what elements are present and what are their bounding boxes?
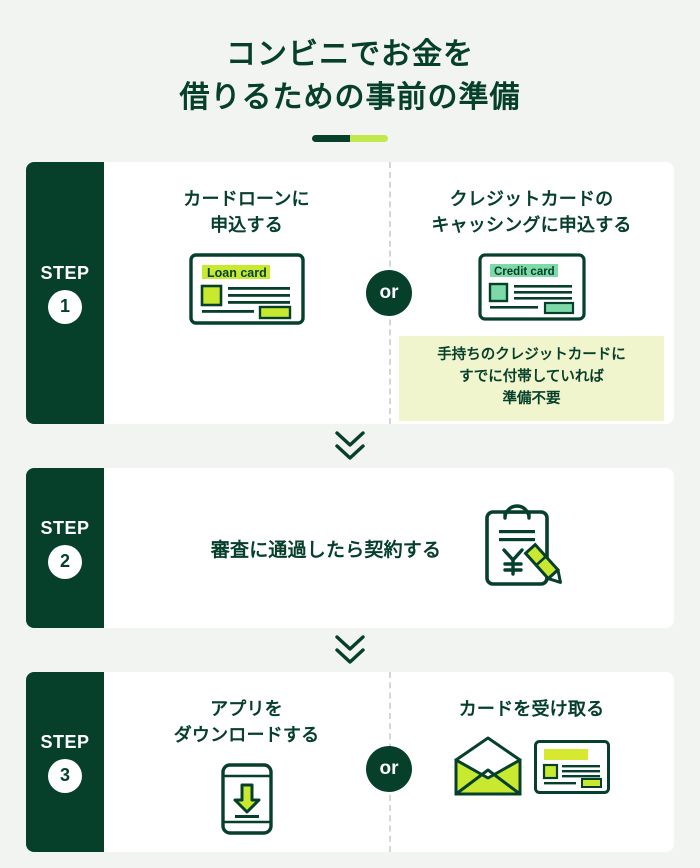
credit-card-note-line-1: 手持ちのクレジットカードに	[437, 347, 626, 364]
step1-option-credit-card-heading: クレジットカードの キャッシングに申込する	[431, 186, 631, 238]
step-badge-2: STEP 2	[26, 468, 104, 629]
double-chevron-down-icon	[335, 635, 365, 664]
step3-option-app-download-heading-line-1: アプリを	[210, 699, 283, 720]
double-chevron-down-icon	[335, 431, 365, 460]
step3-option-receive-card-heading-line-1: カードを受け取る	[458, 699, 605, 720]
step3-option-app-download-heading-line-2: ダウンロードする	[173, 725, 320, 746]
page-title: コンビニでお金を 借りるための事前の準備	[0, 0, 700, 143]
title-underline	[312, 135, 388, 143]
page-title-line-2: 借りるための事前の準備	[179, 80, 521, 114]
step1-option-card-loan-heading: カードローンに 申込する	[183, 186, 310, 238]
or-chip-3: or	[366, 746, 412, 793]
step-body-1: or カードローンに 申込する Loan card	[104, 162, 674, 425]
step3-option-app-download-heading: アプリを ダウンロードする	[174, 696, 320, 748]
step1-option-credit-card-heading-line-1: クレジットカードの	[449, 189, 614, 210]
title-underline-light-segment	[350, 135, 388, 143]
step-body-3: or アプリを ダウンロードする	[104, 672, 674, 853]
step-badge-word-2: STEP	[40, 517, 90, 538]
step-card-2: STEP 2 審査に通過したら契約する	[26, 468, 674, 629]
loan-card-label: Loan card	[207, 266, 267, 280]
step-connector-2	[26, 628, 674, 672]
envelope-icon	[454, 736, 521, 796]
envelope-and-card-icons	[453, 736, 611, 798]
step-body-2: 審査に通過したら契約する	[104, 468, 674, 628]
credit-card-note: 手持ちのクレジットカードに すでに付帯していれば 準備不要	[399, 336, 664, 421]
received-card-icon	[533, 740, 610, 795]
step-connector-1	[26, 424, 674, 468]
smartphone-download-icon	[220, 762, 274, 836]
credit-card-note-line-3: 準備不要	[502, 390, 561, 407]
step-badge-3: STEP 3	[26, 672, 104, 853]
title-underline-dark-segment	[312, 135, 350, 143]
step1-option-card-loan-heading-line-2: 申込する	[210, 215, 283, 236]
step3-option-receive-card-heading: カードを受け取る	[459, 696, 605, 722]
step1-option-credit-card-heading-line-2: キャッシングに申込する	[431, 215, 632, 236]
credit-card-icon: Credit card	[477, 252, 587, 322]
or-chip-1: or	[366, 270, 412, 317]
credit-card-label: Credit card	[494, 266, 555, 278]
step3-option-app-download: アプリを ダウンロードする	[104, 672, 389, 852]
step-badge-1: STEP 1	[26, 162, 104, 425]
step-badge-number-2: 2	[48, 544, 82, 579]
page-title-line-1: コンビニでお金を	[226, 38, 474, 71]
credit-card-note-line-2: すでに付帯していれば	[459, 369, 604, 386]
step-card-3: STEP 3 or アプリを ダウンロードする	[26, 672, 674, 853]
step2-heading: 審査に通過したら契約する	[210, 539, 442, 561]
clipboard-yen-pencil-icon	[475, 502, 567, 595]
step3-option-receive-card: カードを受け取る	[389, 672, 674, 852]
loan-card-icon: Loan card	[188, 252, 306, 326]
step1-option-credit-card: クレジットカードの キャッシングに申込する Credit card	[389, 162, 674, 424]
step1-option-card-loan: カードローンに 申込する Loan card	[104, 162, 389, 424]
step-badge-word-3: STEP	[40, 731, 90, 752]
step-badge-number-3: 3	[48, 758, 82, 793]
step-badge-word-1: STEP	[40, 262, 90, 283]
step1-option-card-loan-heading-line-1: カードローンに	[183, 189, 310, 210]
step-badge-number-1: 1	[48, 289, 82, 324]
step-card-1: STEP 1 or カードローンに 申込する Loan card	[26, 162, 674, 425]
steps-container: STEP 1 or カードローンに 申込する Loan card	[26, 162, 674, 853]
